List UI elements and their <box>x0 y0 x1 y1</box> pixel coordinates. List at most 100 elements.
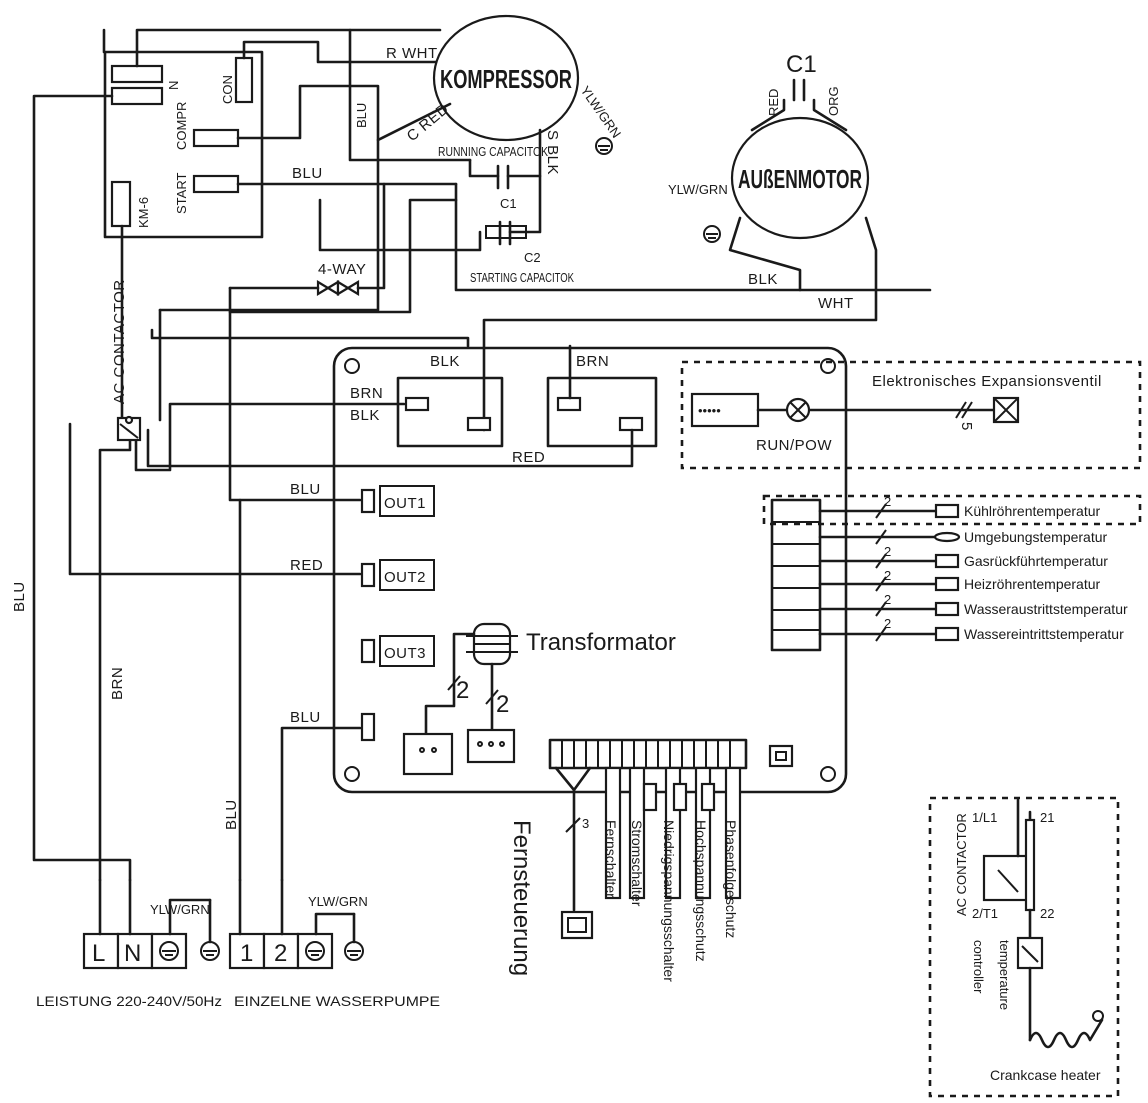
motor-capacitor-icon <box>792 78 806 102</box>
blu-start-label: BLU <box>292 165 323 182</box>
blu-out1-label: BLU <box>290 481 321 498</box>
crankcase-l1-label: 1/L1 <box>972 810 997 825</box>
sensor-5: Wasseraustrittstemperatur <box>818 601 1128 617</box>
svg-text:OUT2: OUT2 <box>384 569 426 586</box>
transformer-label: Transformator <box>526 629 676 656</box>
compr-contact <box>192 128 240 148</box>
svg-text:OUT3: OUT3 <box>384 645 426 662</box>
run-pow-connector: ••••• <box>690 392 788 428</box>
s-blk-label: S BLK <box>544 130 561 175</box>
running-cap-label: RUNNING CAPACITOK <box>438 144 548 159</box>
svg-text:1: 1 <box>240 940 253 967</box>
relay-n-label: N <box>166 81 181 90</box>
sensor-n2-4: 2 <box>884 592 891 607</box>
crankcase-heater-icon <box>1028 1010 1104 1049</box>
relay-box: N CON COMPR START KM-6 <box>103 50 264 239</box>
outdoor-motor: AUßENMOTOR <box>730 116 870 240</box>
blu-pump-label: BLU <box>223 799 240 830</box>
crankcase-controller-2: controller <box>971 940 986 994</box>
switch-4-label: Hochspannungsschutz <box>693 820 709 962</box>
c2-cap-label: C2 <box>524 250 541 265</box>
expansion-valve-box <box>680 360 1142 470</box>
sensor-4: Heizröhrentemperatur <box>818 576 1101 592</box>
temperature-controller-icon <box>1016 908 1044 1042</box>
sensor-n2-3: 2 <box>884 568 891 583</box>
pcb-relay-2 <box>546 376 658 448</box>
crankcase-t1-label: 2/T1 <box>972 906 998 921</box>
svg-text:2: 2 <box>274 940 287 967</box>
blu-top-label: BLU <box>354 103 369 128</box>
sensor-5-label: Wasseraustrittstemperatur <box>964 601 1128 617</box>
switch-connector-strip <box>548 738 748 770</box>
relay-n-contact-lower <box>110 86 164 106</box>
running-capacitor-icon <box>496 164 510 190</box>
km6-label: KM-6 <box>136 197 151 228</box>
pump-terminal-pcb <box>360 712 376 742</box>
switch-2-label: Stromschalter <box>629 820 645 907</box>
compr-label: COMPR <box>174 102 189 150</box>
power-ground-icon-2 <box>200 898 220 961</box>
transformer-icon <box>466 622 518 666</box>
pump-label: EINZELNE WASSERPUMPE <box>234 993 440 1009</box>
km6-contact <box>110 180 132 228</box>
brn-relay-label: BRN <box>350 385 383 402</box>
ac-contactor-icon <box>116 415 142 442</box>
crankcase-contactor-icon <box>982 798 1036 912</box>
switch-1-label: Fernschalter <box>603 820 619 898</box>
crankcase-controller-1: temperature <box>997 940 1012 1010</box>
switch-5-label: Phasenfolgeschutz <box>723 820 739 938</box>
power-label: LEISTUNG 220-240V/50Hz <box>36 993 222 1009</box>
connector-3pin <box>466 728 516 764</box>
four-way-label: 4-WAY <box>318 261 366 278</box>
cooling-pipe-sensor-box <box>762 494 1142 526</box>
brn-pcb-label: BRN <box>576 353 609 370</box>
crankcase-contactor-label: AC CONTACTOR <box>954 813 969 916</box>
compressor-label: KOMPRESSOR <box>440 64 572 94</box>
motor-wht-label: WHT <box>818 295 854 312</box>
power-ylwgrn-label: YLW/GRN <box>150 902 210 917</box>
out3-terminal: OUT3 <box>360 635 435 667</box>
sensor-2: Umgebungstemperatur <box>818 529 1108 545</box>
sensor-n2-1: 2 <box>884 494 891 509</box>
power-ground-icon-1 <box>159 941 179 961</box>
pump-ylwgrn-wire <box>314 912 356 936</box>
red-pcb-label: RED <box>512 449 545 466</box>
sensor-4-label: Heizröhrentemperatur <box>964 576 1101 592</box>
switch-wires <box>554 766 742 940</box>
red-out2-label: RED <box>290 557 323 574</box>
crankcase-heater-label: Crankcase heater <box>990 1067 1101 1083</box>
start-contact <box>192 174 240 194</box>
main-pcb <box>332 346 848 794</box>
sensor-n2-2: 2 <box>884 544 891 559</box>
r-wht-label: R WHT <box>386 45 438 62</box>
sensor-3-label: Gasrückführtemperatur <box>964 553 1108 569</box>
con-label: CON <box>220 75 235 104</box>
ac-contactor-label: AC CONTACTOR <box>111 279 128 404</box>
run-pow-label: RUN/POW <box>756 437 832 454</box>
compressor: KOMPRESSOR <box>432 14 580 142</box>
motor-ylwgrn-label: YLW/GRN <box>668 182 728 197</box>
c1-cap-label: C1 <box>500 196 517 211</box>
left-wiring: BLU BRN BLU <box>11 28 406 882</box>
pcb-relay-wires <box>146 344 634 468</box>
sensor-6: Wassereintrittstemperatur <box>818 626 1124 642</box>
pump-terminal-block: 1 2 <box>228 932 334 970</box>
svg-text:OUT1: OUT1 <box>384 495 426 512</box>
pump-ground-icon-2 <box>344 912 364 961</box>
sensor-n2-5: 2 <box>884 616 891 631</box>
svg-text:L: L <box>92 940 105 967</box>
sensor-2-label: Umgebungstemperatur <box>964 529 1108 545</box>
motor-org-label: ORG <box>826 86 841 116</box>
relay-n-contact-upper <box>110 64 164 84</box>
blu-left-label: BLU <box>11 581 28 612</box>
pump-ground-icon-1 <box>305 941 325 961</box>
transformer-wires <box>424 632 499 736</box>
sensor-3: Gasrückführtemperatur <box>818 553 1108 569</box>
comp-ylwgrn-label: YLW/GRN <box>578 83 625 141</box>
four-way-valve-icon <box>316 280 360 296</box>
out1-terminal: OUT1 <box>360 485 435 517</box>
start-label: START <box>174 173 189 214</box>
expansion-n5: 5 <box>958 422 975 431</box>
power-ylwgrn-wire <box>168 898 212 936</box>
